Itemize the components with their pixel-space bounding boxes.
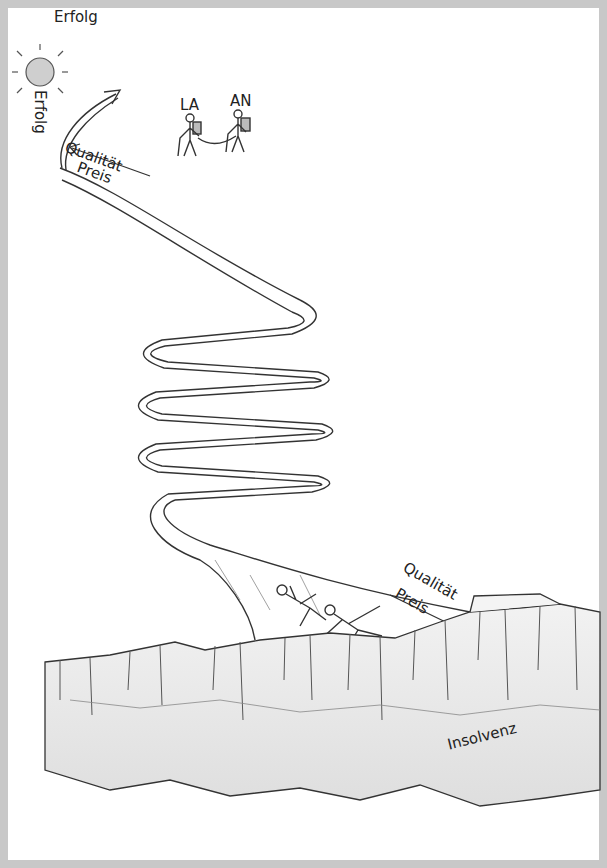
sun xyxy=(12,44,68,93)
cliff xyxy=(45,594,600,806)
success-label: Erfolg xyxy=(32,90,47,134)
contractor-label: AN xyxy=(230,94,251,109)
client-label: LA xyxy=(180,98,199,113)
road xyxy=(60,168,470,640)
direction-arrow xyxy=(70,144,464,631)
success-label: Erfolg xyxy=(54,10,98,25)
frame xyxy=(8,8,599,860)
hikers xyxy=(178,110,250,156)
